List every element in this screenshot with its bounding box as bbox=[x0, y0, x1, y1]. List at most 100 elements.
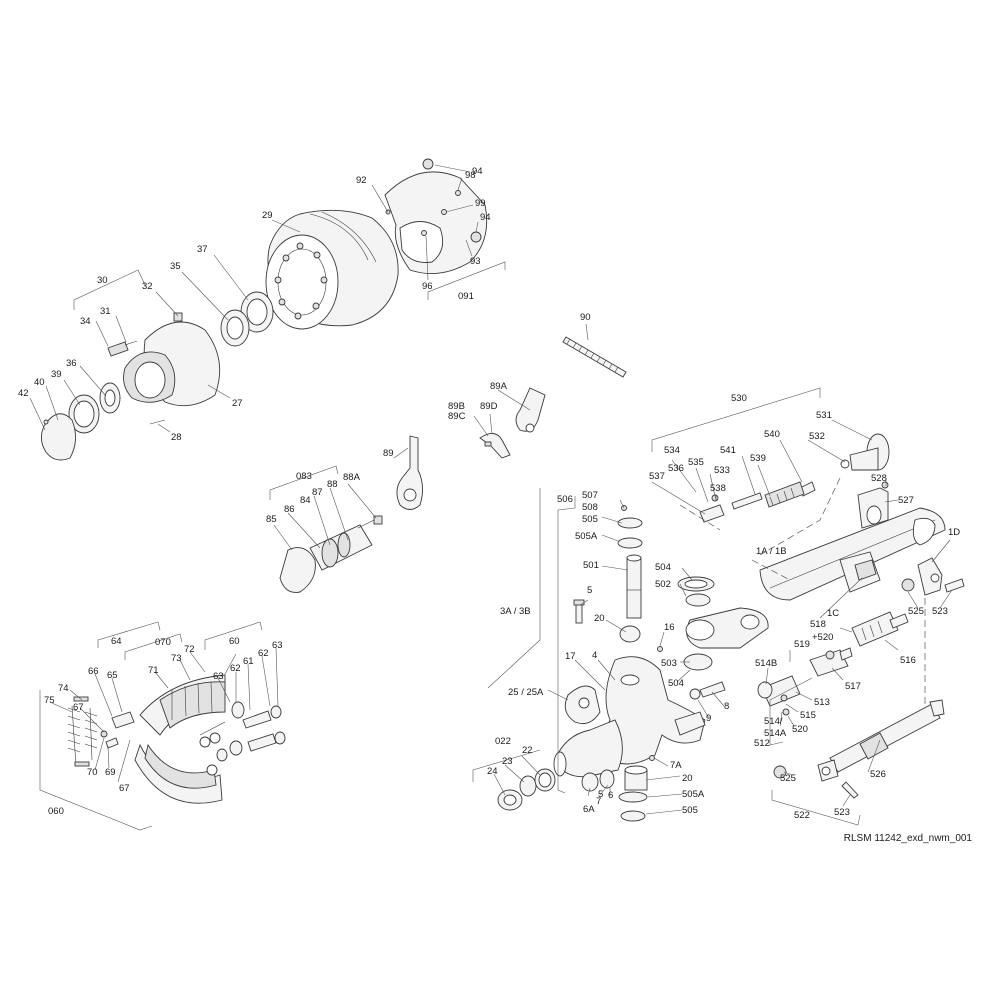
label-506: 506 bbox=[557, 494, 573, 505]
outer-bearing-and-cap bbox=[41, 382, 166, 461]
dashed-axis-lines bbox=[679, 477, 926, 705]
label-508: 508 bbox=[582, 502, 598, 513]
label-71: 71 bbox=[148, 665, 159, 676]
label-7A: 7A bbox=[670, 760, 682, 771]
label-516: 516 bbox=[900, 655, 916, 666]
anchor-pins-and-rollers bbox=[216, 701, 286, 762]
label-022: 022 bbox=[495, 736, 511, 747]
label-535: 535 bbox=[688, 457, 704, 468]
label-86: 86 bbox=[284, 504, 295, 515]
label-531: 531 bbox=[816, 410, 832, 421]
label-27: 27 bbox=[232, 398, 243, 409]
hub-nut-and-washers bbox=[497, 768, 615, 811]
wheel-hub bbox=[123, 312, 221, 407]
label-66: 66 bbox=[88, 666, 99, 677]
label-9: 9 bbox=[706, 713, 711, 724]
label-85: 85 bbox=[266, 514, 277, 525]
label-62: 62 bbox=[258, 648, 269, 659]
label-23: 23 bbox=[502, 756, 513, 767]
label-25-25A: 25 / 25A bbox=[508, 687, 544, 698]
label-501: 501 bbox=[583, 560, 599, 571]
label-22: 22 bbox=[522, 745, 533, 756]
label-72: 72 bbox=[184, 644, 195, 655]
kingpin-501 bbox=[626, 554, 642, 619]
label-1A-1B: 1A / 1B bbox=[756, 546, 787, 557]
label-89A: 89A bbox=[490, 381, 508, 392]
label-540: 540 bbox=[764, 429, 780, 440]
label-538: 538 bbox=[710, 483, 726, 494]
label-536: 536 bbox=[668, 463, 684, 474]
label-63: 63 bbox=[213, 671, 224, 682]
label-522: 522 bbox=[794, 810, 810, 821]
label-70: 70 bbox=[87, 767, 98, 778]
label-504: 504 bbox=[668, 678, 684, 689]
axle-beam bbox=[759, 507, 946, 601]
label-67: 67 bbox=[119, 783, 130, 794]
document-id: RLSM 11242_exd_nwm_001 bbox=[843, 833, 972, 844]
label-505A: 505A bbox=[575, 531, 598, 542]
label-62: 62 bbox=[230, 663, 241, 674]
label-537: 537 bbox=[649, 471, 665, 482]
label-6A: 6A bbox=[583, 804, 595, 815]
label-502: 502 bbox=[655, 579, 671, 590]
kingpin-washers bbox=[617, 505, 715, 671]
label-512: 512 bbox=[754, 738, 770, 749]
label-93: 93 bbox=[470, 256, 481, 267]
label-36: 36 bbox=[66, 358, 77, 369]
label-74: 74 bbox=[58, 683, 69, 694]
label-5: 5 bbox=[598, 789, 603, 800]
pushrod-assembly bbox=[699, 481, 816, 523]
slack-adjuster-89 bbox=[396, 435, 423, 510]
label-31: 31 bbox=[100, 306, 111, 317]
label-1C: 1C bbox=[827, 608, 839, 619]
label-523: 523 bbox=[932, 606, 948, 617]
group-brackets bbox=[39, 261, 861, 831]
slack-adjuster-89A bbox=[515, 387, 546, 433]
label-94: 94 bbox=[480, 212, 491, 223]
label-84: 84 bbox=[300, 495, 311, 506]
label-504: 504 bbox=[655, 562, 671, 573]
steering-knuckle bbox=[553, 656, 706, 778]
label-24: 24 bbox=[487, 766, 498, 777]
label-34: 34 bbox=[80, 316, 91, 327]
label-30: 30 bbox=[97, 275, 108, 286]
label-525: 525 bbox=[780, 773, 796, 784]
label-69: 69 bbox=[105, 767, 116, 778]
label-20: 20 bbox=[594, 613, 605, 624]
wedge-bracket-527 bbox=[857, 481, 889, 529]
return-spring-90 bbox=[562, 336, 627, 378]
label-513: 513 bbox=[814, 697, 830, 708]
dust-cover-assembly bbox=[384, 158, 488, 275]
label-518: 518 bbox=[810, 619, 826, 630]
label-503: 503 bbox=[661, 658, 677, 669]
label-35: 35 bbox=[170, 261, 181, 272]
label-083: 083 bbox=[296, 471, 312, 482]
label-6: 6 bbox=[608, 790, 613, 801]
lower-bushing-and-shims bbox=[618, 755, 655, 822]
tie-rod-end-517 bbox=[809, 647, 853, 677]
label-060: 060 bbox=[48, 806, 64, 817]
leader-lines bbox=[29, 164, 953, 815]
label-16: 16 bbox=[664, 622, 675, 633]
label-541: 541 bbox=[720, 445, 736, 456]
label-532: 532 bbox=[809, 431, 825, 442]
axle-end-bracket-1D bbox=[901, 557, 965, 596]
label-505: 505 bbox=[582, 514, 598, 525]
label-533: 533 bbox=[714, 465, 730, 476]
label-520-plus: +520 bbox=[812, 632, 833, 643]
label-96: 96 bbox=[422, 281, 433, 292]
label-92: 92 bbox=[356, 175, 367, 186]
clevis-89B bbox=[479, 433, 511, 459]
kingpin-bolts-and-nuts bbox=[573, 599, 726, 700]
brake-spider-25 bbox=[564, 685, 601, 725]
label-091: 091 bbox=[458, 291, 474, 302]
label-17: 17 bbox=[565, 651, 576, 662]
label-5: 5 bbox=[587, 585, 592, 596]
shock-absorber-526 bbox=[773, 699, 945, 799]
label-514: 514/ bbox=[764, 716, 783, 727]
label-523: 523 bbox=[834, 807, 850, 818]
label-73: 73 bbox=[171, 653, 182, 664]
label-525: 525 bbox=[908, 606, 924, 617]
label-520: 520 bbox=[792, 724, 808, 735]
